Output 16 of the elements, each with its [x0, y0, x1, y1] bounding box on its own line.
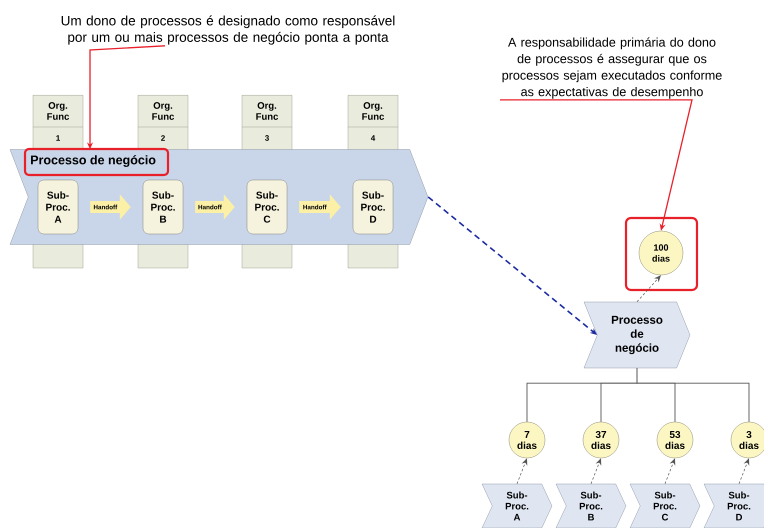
- tree-line: [636, 368, 750, 422]
- subprocess-step: Sub- Proc. B: [556, 484, 626, 528]
- subprocess-step: Sub- Proc. D: [704, 484, 764, 528]
- callout-text: Um dono de processos é designado como responsável por um ou mais processos de negócio ponta a ponta: [62, 15, 394, 45]
- subprocess-box: Sub- Proc. C: [246, 180, 288, 234]
- org-column: Org. Func 1: [32, 95, 84, 150]
- callout-text: A responsabilidade primária do dono de processos é assegurar que os processos sejam executados conforme as expectativas de desempenho: [502, 37, 722, 99]
- process-step: Processo de negócio: [584, 302, 690, 368]
- org-column: Org. Func 4: [348, 95, 398, 150]
- subprocess-step: Sub- Proc. C: [630, 484, 700, 528]
- subprocess-box: Sub- Proc. A: [38, 180, 78, 234]
- subprocess-box: Sub- Proc. B: [142, 180, 184, 234]
- subprocess-box: Sub- Proc. D: [352, 180, 394, 234]
- subprocess-step: Sub- Proc. A: [482, 484, 552, 528]
- org-column: Org. Func 3: [242, 95, 292, 150]
- org-column: Org. Func 2: [138, 95, 188, 150]
